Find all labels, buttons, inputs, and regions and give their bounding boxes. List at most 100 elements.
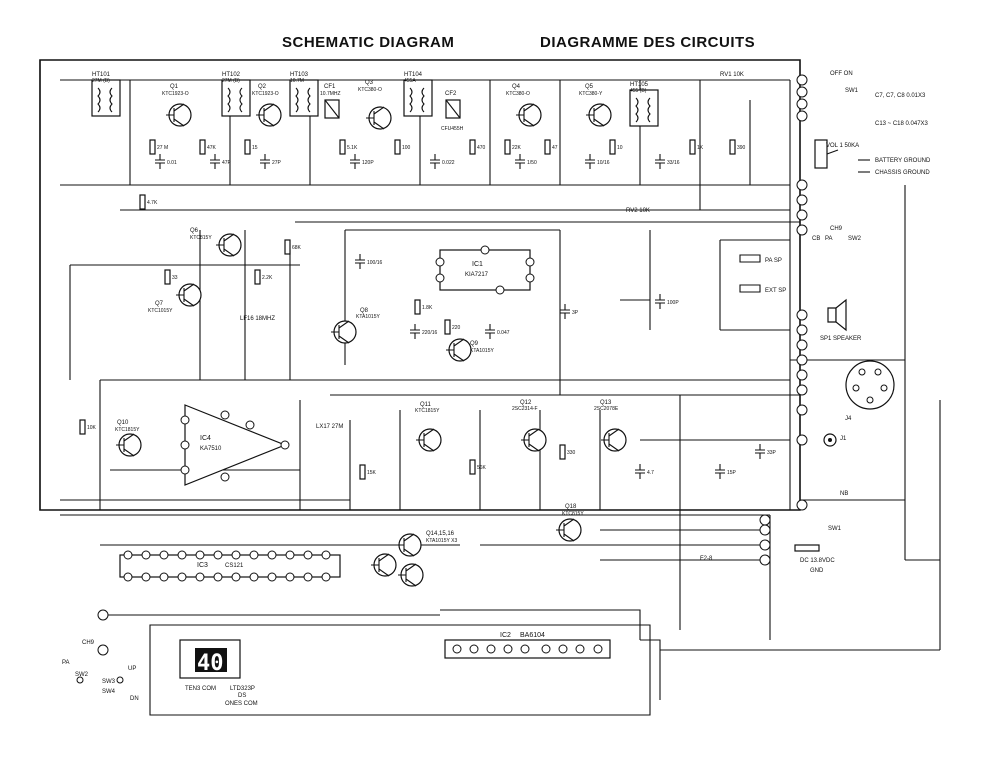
transistor-q8: Q8 KTA1015Y — [331, 308, 380, 344]
capacitor: 220/16 — [410, 324, 438, 339]
ic4-ka7510: IC4 KA7510 — [180, 404, 290, 486]
transformer-ht101 — [91, 79, 121, 117]
resistor: 47 — [544, 139, 558, 155]
svg-text:J4: J4 — [845, 416, 852, 422]
resistor: 10 — [609, 139, 623, 155]
capacitor-value: 47P — [222, 160, 232, 166]
capacitor-value: 33P — [767, 450, 777, 456]
svg-text:PA SP: PA SP — [765, 258, 782, 264]
svg-text:GND: GND — [810, 568, 824, 574]
svg-text:IC1: IC1 — [472, 261, 483, 268]
resistor: 4.7K — [139, 194, 158, 210]
svg-text:Q4: Q4 — [512, 84, 521, 90]
svg-text:Q14,15,16: Q14,15,16 — [426, 531, 455, 537]
svg-text:IC4: IC4 — [200, 435, 211, 442]
resistor: 2.2K — [254, 269, 273, 285]
capacitor-value: 1/50 — [527, 160, 537, 166]
ht102-label: HT102 — [222, 72, 241, 78]
svg-text:Q18: Q18 — [565, 504, 577, 510]
resistor-value: 100 — [402, 145, 411, 151]
svg-text:IC2: IC2 — [500, 632, 511, 639]
capacitor-value: 3P — [572, 310, 579, 316]
svg-text:ONES COM: ONES COM — [225, 701, 258, 707]
capacitor: 3P — [560, 304, 579, 319]
capacitor-value: 100P — [667, 300, 679, 306]
transistor-q11: Q11 KTC1815Y — [415, 402, 442, 452]
rf-stage: HT101 27M (B) HT102 27M (B) HT103 10.7M … — [91, 72, 659, 132]
svg-text:KA7510: KA7510 — [200, 446, 222, 452]
transistor-q10: Q10 KTC1815Y — [115, 420, 142, 457]
channel-display: 40 LTD323P DS TEN3 COM ONES COM — [179, 639, 258, 707]
svg-text:BATTERY GROUND: BATTERY GROUND — [875, 158, 931, 164]
resistor-value: 10K — [87, 425, 97, 431]
transistor-q2: Q2 KTC1923-O — [252, 84, 282, 127]
svg-text:Q8: Q8 — [360, 308, 369, 314]
svg-text:SW1: SW1 — [828, 526, 842, 532]
svg-text:PA: PA — [825, 236, 833, 242]
capacitor: 0.01 — [155, 154, 177, 169]
svg-text:OFF ON: OFF ON — [830, 71, 853, 77]
capacitor: 1/50 — [515, 154, 537, 169]
resistor: 68K — [284, 239, 302, 255]
resistor-value: 27 M — [157, 145, 168, 151]
ic3-cs121: IC3 CS121 — [119, 550, 341, 582]
svg-text:SW4: SW4 — [102, 689, 116, 695]
svg-text:KTC1815Y: KTC1815Y — [415, 408, 440, 414]
transistor-q6: Q6 KTC815Y — [190, 228, 242, 257]
capacitor: 47P — [210, 154, 232, 169]
svg-text:KIA7217: KIA7217 — [465, 272, 489, 278]
svg-text:TEN3 COM: TEN3 COM — [185, 686, 216, 692]
svg-text:LF16 18MHZ: LF16 18MHZ — [240, 316, 275, 322]
resistor-value: 220 — [452, 325, 461, 331]
svg-text:Q2: Q2 — [258, 84, 267, 90]
svg-text:CB: CB — [812, 236, 820, 242]
resistor: 100 — [394, 139, 411, 155]
svg-text:DS: DS — [238, 693, 246, 699]
speaker-jack-section: PA SP EXT SP SP1 SPEAKER J4 J1 NB CH9 PA… — [739, 179, 895, 511]
resistor-value: 1.8K — [422, 305, 433, 311]
resistor: 27 M — [149, 139, 168, 155]
cf2-label: CF2 — [445, 91, 457, 97]
resistor-value: 5.1K — [347, 145, 358, 151]
svg-text:Q5: Q5 — [585, 84, 594, 90]
capacitor-value: 15P — [727, 470, 737, 476]
transformer-ht105 — [629, 89, 659, 127]
svg-text:2SC2314-F: 2SC2314-F — [512, 406, 538, 412]
svg-text:BA6104: BA6104 — [520, 632, 545, 639]
svg-text:LX17 27M: LX17 27M — [316, 424, 343, 430]
svg-text:DN: DN — [130, 696, 139, 702]
resistor: 5.1K — [339, 139, 358, 155]
transistor-q3: Q3 KTC380-O — [358, 80, 392, 130]
svg-text:KTC1015Y: KTC1015Y — [148, 308, 173, 314]
resistor: 47K — [199, 139, 217, 155]
resistor: 1K — [689, 139, 704, 155]
svg-text:KTC815Y: KTC815Y — [562, 511, 584, 517]
svg-text:KTC380-Y: KTC380-Y — [579, 91, 603, 97]
capacitor-value: 0.047 — [497, 330, 510, 336]
display-digits: 40 — [197, 651, 224, 676]
svg-text:KTA1015Y X3: KTA1015Y X3 — [426, 538, 457, 544]
resistor-value: 10 — [617, 145, 623, 151]
svg-text:KTC1923-O: KTC1923-O — [252, 91, 279, 97]
ht104-value: 455A — [404, 78, 416, 84]
transformer-ht102 — [221, 79, 251, 117]
ic-group: IC1 KIA7217 IC4 KA7510 IC3 CS121 — [119, 245, 611, 659]
ht105-value: 455 (B) — [630, 88, 647, 94]
resistor: 15K — [359, 464, 377, 480]
capacitor-value: 120P — [362, 160, 374, 166]
svg-text:C13 ~ C18 0.047X3: C13 ~ C18 0.047X3 — [875, 121, 929, 127]
svg-text:KTC1815Y: KTC1815Y — [115, 427, 140, 433]
ht104-label: HT104 — [404, 72, 423, 78]
transistor-q18: Q18 KTC815Y — [556, 504, 584, 542]
transformer-ht103 — [289, 79, 319, 117]
capacitor-value: 0.022 — [442, 160, 455, 166]
svg-text:Q7: Q7 — [155, 301, 164, 307]
svg-text:VOL 1 50KA: VOL 1 50KA — [826, 143, 859, 149]
cf1-value: 10.7MHZ — [320, 91, 341, 97]
svg-text:KTC815Y: KTC815Y — [190, 235, 212, 241]
resistor-value: 33 — [172, 275, 178, 281]
capacitor-value: 100/16 — [367, 260, 383, 266]
svg-text:DC 13.8VDC: DC 13.8VDC — [800, 558, 835, 564]
